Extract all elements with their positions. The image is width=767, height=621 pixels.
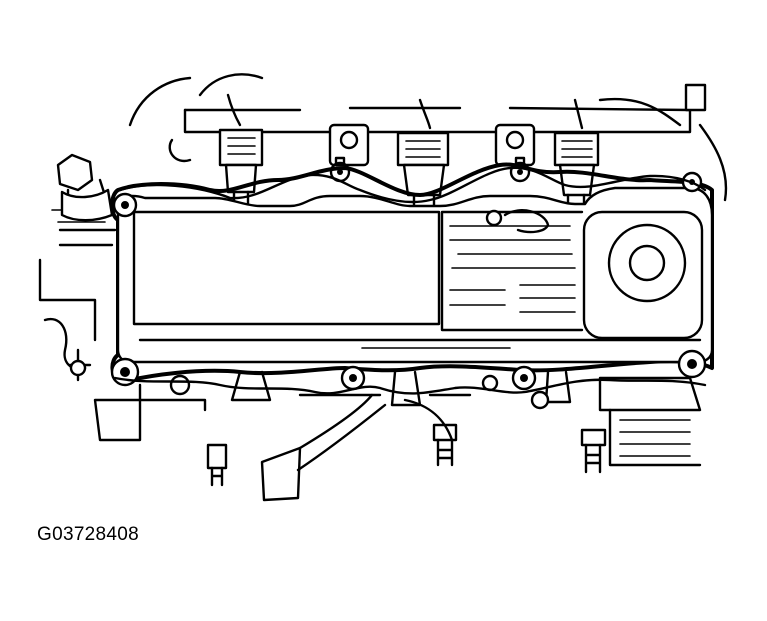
- rail-bolt-bosses: [328, 123, 536, 167]
- wiring-harness: [113, 166, 707, 395]
- bottom-hoses: [260, 393, 454, 502]
- figure-id-label: G03728408: [37, 524, 140, 545]
- fuel-rail: [128, 73, 728, 202]
- valve-cover: [116, 186, 714, 364]
- left-stud-bolt: [56, 153, 114, 222]
- bottom-studs: [206, 423, 607, 487]
- lower-assembly: [138, 370, 702, 467]
- engine-block-left: [38, 209, 207, 442]
- fuel-injector-2: [396, 98, 450, 207]
- fuel-injector-3: [553, 98, 600, 207]
- valve-cover-gasket: [110, 162, 714, 384]
